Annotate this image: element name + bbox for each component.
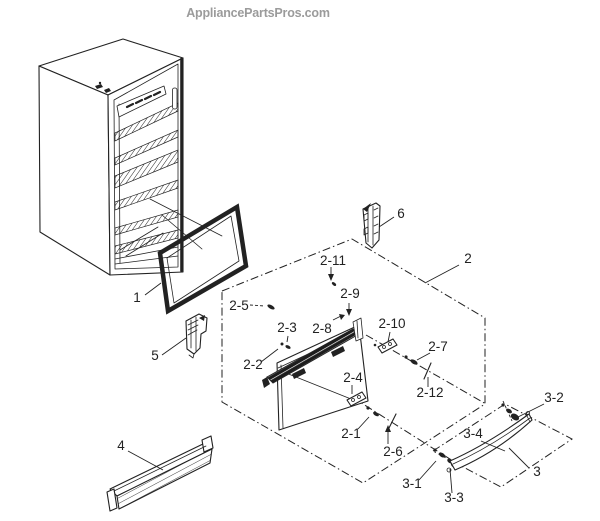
side-vent-slot <box>172 87 178 110</box>
part-label-3-1: 3-1 <box>402 476 422 491</box>
top-hinge-fitting <box>95 84 103 89</box>
part-label-5: 5 <box>151 348 159 363</box>
part-label-2-7: 2-7 <box>428 339 448 354</box>
shelf-support-rail <box>116 85 167 118</box>
part-label-2: 2 <box>464 251 472 266</box>
part-label-2-10: 2-10 <box>378 316 405 331</box>
part-label-6: 6 <box>397 206 405 221</box>
leader-lines <box>127 216 545 494</box>
door-bin <box>106 435 214 512</box>
bracket-2-10 <box>373 338 398 354</box>
part-label-2-4: 2-4 <box>343 370 363 385</box>
door-gasket <box>157 203 249 315</box>
part-label-2-1: 2-1 <box>341 426 361 441</box>
handle-phantom-outline <box>432 403 573 488</box>
watermark: AppliancePartsPros.com <box>186 6 330 20</box>
part-label-2-8: 2-8 <box>312 321 332 336</box>
top-hinge-fitting <box>104 88 111 93</box>
mounting-rail <box>262 317 364 388</box>
part-label-2-11: 2-11 <box>320 253 346 268</box>
part-label-2-3: 2-3 <box>277 320 297 335</box>
bracket-2-4 <box>346 391 367 407</box>
part-labels: 1 2 3 4 5 6 2-1 2-2 2-3 2-4 2-5 2-6 2-7 … <box>117 206 564 505</box>
part-label-2-2: 2-2 <box>243 357 263 372</box>
hinge-top-right <box>362 202 381 249</box>
part-label-2-9: 2-9 <box>340 286 360 301</box>
part-label-1: 1 <box>133 290 141 305</box>
part-label-4: 4 <box>117 438 125 453</box>
door-handle <box>449 413 533 471</box>
freezer-door-phantom-outline <box>221 238 486 484</box>
part-label-2-6: 2-6 <box>383 444 403 459</box>
part-label-3-2: 3-2 <box>544 390 564 405</box>
part-label-3-3: 3-3 <box>444 490 464 505</box>
refrigerator-shelves <box>114 102 179 265</box>
part-label-3-4: 3-4 <box>463 426 483 441</box>
hinge-bottom-left <box>185 313 208 359</box>
part-label-3: 3 <box>533 464 541 479</box>
part-label-2-5: 2-5 <box>229 298 249 313</box>
refrigerator-cabinet <box>38 38 184 276</box>
part-label-2-12: 2-12 <box>416 385 443 400</box>
